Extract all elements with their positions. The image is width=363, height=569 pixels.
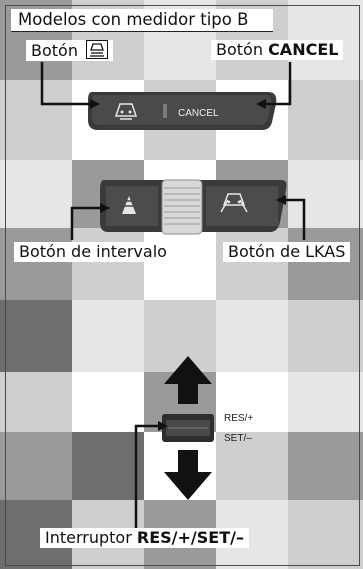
callout-boton-cancel: Botón CANCEL <box>211 40 344 60</box>
checker-cell <box>288 300 363 372</box>
checker-cell <box>288 80 363 160</box>
callout-boton-lkas: Botón de LKAS <box>223 242 351 262</box>
set-minus-engraving: SET/– <box>224 433 252 444</box>
checker-cell <box>0 300 72 372</box>
interval-triangle-icon <box>122 196 136 214</box>
leader-lines <box>40 62 306 532</box>
arrow-up-icon <box>164 356 212 404</box>
callout-boton-cancel-prefix: Botón <box>216 40 269 59</box>
checker-cell <box>144 228 216 300</box>
section-title-bar <box>11 9 273 32</box>
res-set-switch <box>162 414 214 442</box>
acc-distance-icon <box>114 103 138 120</box>
checker-cell <box>0 228 72 300</box>
checker-cell <box>0 80 72 160</box>
callout-interruptor-prefix: Interruptor <box>45 528 137 547</box>
section-title: Modelos con medidor tipo B <box>18 10 249 29</box>
checker-cell <box>72 372 144 432</box>
checker-cell <box>288 160 363 228</box>
checker-cell <box>72 228 144 300</box>
checker-cell <box>288 372 363 432</box>
checker-cell <box>288 432 363 500</box>
acc-distance-icon <box>86 40 109 59</box>
checker-cell <box>0 160 72 228</box>
checker-cell <box>216 432 288 500</box>
cancel-switch-panel <box>88 92 277 130</box>
checker-cell <box>216 300 288 372</box>
res-plus-engraving: RES/+ <box>224 413 253 424</box>
callout-interruptor-bold: RES/+/SET/– <box>136 528 244 547</box>
checker-cell <box>144 300 216 372</box>
checker-cell <box>288 500 363 569</box>
arrow-down-icon <box>164 450 212 500</box>
callout-boton-icon-text: Botón <box>31 41 78 60</box>
callout-interruptor: Interruptor RES/+/SET/– <box>40 528 249 548</box>
callout-boton-icon: Botón <box>26 40 114 61</box>
checker-cell <box>216 372 288 432</box>
checker-cell <box>0 432 72 500</box>
checker-cell <box>72 300 144 372</box>
checker-cell <box>72 432 144 500</box>
interval-lkas-switch-panel <box>100 179 287 235</box>
cancel-engraving: CANCEL <box>178 108 219 119</box>
checker-cell <box>0 372 72 432</box>
callout-boton-intervalo: Botón de intervalo <box>14 242 172 262</box>
checker-cell <box>288 228 363 300</box>
callout-boton-cancel-bold: CANCEL <box>268 40 339 59</box>
lkas-icon <box>220 193 248 213</box>
checker-cell <box>216 228 288 300</box>
